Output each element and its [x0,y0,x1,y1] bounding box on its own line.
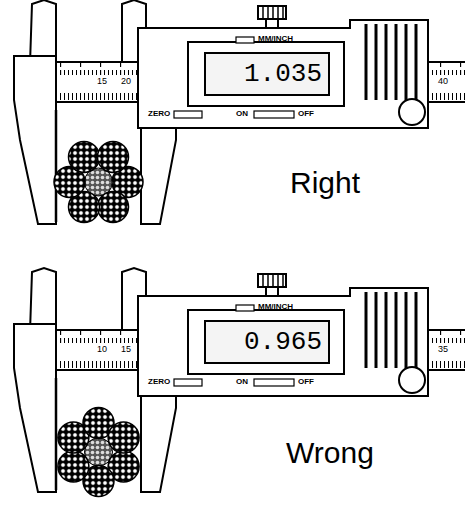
button-label: OFF [298,110,314,118]
rope-strand [108,422,139,453]
lcd-display: 1.035 [204,52,330,96]
scale-number: 35 [437,345,449,354]
button-label: ZERO [148,110,170,118]
rope-strand [98,192,129,223]
button-label: ON [236,378,248,386]
button-label: ON [236,110,248,118]
mode-label: MM/INCH [258,303,293,311]
lcd-display: 0.965 [204,320,330,364]
button-label: ZERO [148,378,170,386]
scale-number: 20 [120,77,132,86]
caliper-bottom [14,268,465,492]
caliper-top [14,0,465,224]
scale-number: 40 [437,77,449,86]
display-reading: 1.035 [244,59,322,89]
wire-rope-sections [54,141,143,496]
caption-word: Wrong [286,438,374,468]
scale-number: 15 [120,345,132,354]
rope-strand [98,141,129,172]
scale-number: 10 [96,345,108,354]
rope-strand [58,451,89,482]
rope-strand [69,141,100,172]
mode-label: MM/INCH [258,35,293,43]
button-label: OFF [298,378,314,386]
caption-word: Right [290,168,360,198]
display-reading: 0.965 [244,327,322,357]
scale-number: 15 [96,77,108,86]
